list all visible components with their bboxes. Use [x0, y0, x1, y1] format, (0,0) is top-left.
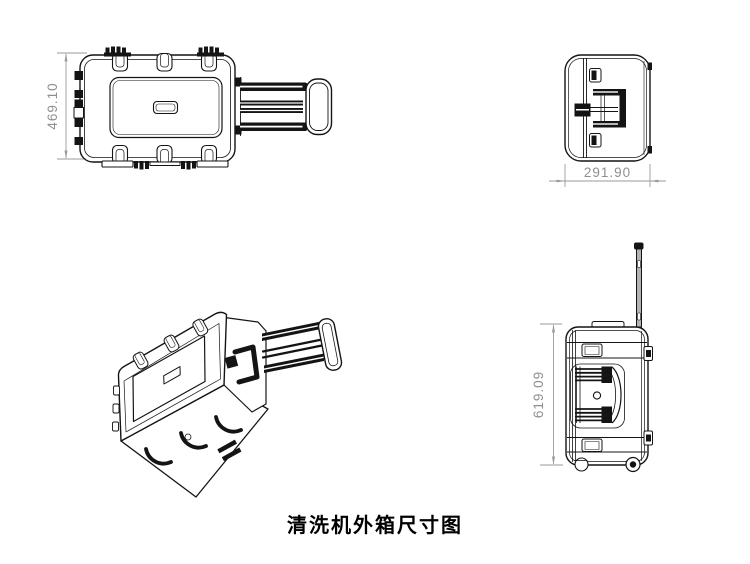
- dimension-469: 469.10: [45, 52, 87, 160]
- carry-handle: [574, 89, 626, 128]
- left-edge-lock: [73, 107, 84, 119]
- end-view-drawing: 291.90: [549, 54, 666, 187]
- latch-cluster-top-right: [197, 46, 224, 57]
- dimension-291: 291.90: [549, 164, 666, 187]
- dimension-619-label: 619.09: [531, 371, 546, 418]
- telescopic-pole: [634, 242, 644, 328]
- left-edge-hinges: [74, 71, 83, 145]
- right-edge-tabs: [643, 346, 653, 446]
- drawing-title: 清洗机外箱尺寸图: [287, 513, 463, 537]
- bottom-handle-bar: [101, 160, 229, 170]
- dimension-469-label: 469.10: [45, 82, 60, 129]
- telescopic-handle: [261, 318, 343, 373]
- handle-grip: [317, 318, 343, 371]
- side-view-case: [565, 242, 653, 473]
- top-band: [567, 342, 647, 359]
- lid-label: [152, 100, 179, 115]
- isometric-view-drawing: [112, 311, 343, 498]
- handle-grip: [305, 78, 333, 136]
- carry-handle: [570, 363, 625, 429]
- bottom-feet-ribs: [144, 415, 243, 466]
- end-face-handle: [232, 344, 260, 385]
- case-outline: [565, 326, 649, 466]
- end-face-clasp: [224, 355, 239, 369]
- hinge-tabs-top: [111, 52, 218, 72]
- hinge-tabs: [132, 318, 209, 370]
- telescopic-handle: [235, 77, 333, 136]
- top-view-drawing: 469.10: [45, 46, 333, 170]
- feet-pads: [589, 68, 602, 148]
- lock-hole: [592, 391, 602, 400]
- end-view-case: [564, 54, 652, 162]
- isometric-case: [112, 311, 343, 498]
- top-view-case: [73, 46, 333, 170]
- dimension-619: 619.09: [531, 323, 563, 466]
- left-edge-hinges: [112, 385, 120, 432]
- latch-cluster-top-left: [104, 46, 131, 57]
- wheels: [574, 456, 641, 473]
- dimension-291-label: 291.90: [584, 165, 631, 180]
- lid-label: [163, 366, 181, 385]
- bottom-band: [567, 437, 647, 453]
- side-view-drawing: 619.09: [531, 242, 653, 473]
- hinge-tabs-bottom: [111, 144, 218, 164]
- drain-hole: [184, 433, 192, 441]
